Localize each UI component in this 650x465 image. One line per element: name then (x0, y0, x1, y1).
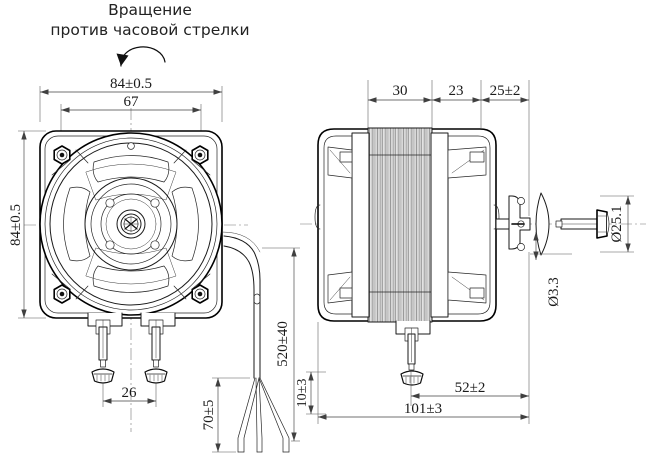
front-hub-ring-inner2 (105, 198, 157, 250)
front-vent-hole-top (127, 142, 135, 150)
wire-leads (237, 377, 290, 453)
dim-stack-length: 30 (367, 80, 433, 128)
dim-label-lead-strip: 70±5 (201, 400, 217, 431)
side-view-group: 30 23 25±2 (300, 80, 646, 424)
front-fan-openings (63, 155, 199, 293)
dim-label-shaft-projection: 25±2 (490, 83, 521, 99)
dim-bracket-length: 23 (432, 80, 482, 128)
side-mounting-stud (395, 320, 431, 386)
front-corner-ribs (51, 149, 211, 300)
dim-label-stack-length: 30 (393, 83, 408, 99)
dim-label-lead-offset: 10±3 (295, 379, 310, 408)
side-shaft-assembly (495, 192, 610, 256)
dim-label-mount-offset: 52±2 (455, 380, 486, 396)
dim-front-width: 84±0.5 (39, 76, 223, 122)
side-endbell-left (351, 132, 370, 318)
cable-leads-group: 70±5 520±40 10±3 (201, 247, 326, 453)
side-housing-inner (323, 135, 491, 315)
dim-cable-length: 520±40 (262, 247, 300, 442)
dim-label-front-width: 84±0.5 (110, 76, 152, 92)
dim-shaft-projection: 25±2 (481, 80, 530, 216)
dim-label-front-height: 84±0.5 (8, 204, 24, 246)
dim-front-height: 84±0.5 (8, 130, 46, 319)
dim-foot-spacing: 26 (102, 383, 157, 407)
dim-label-hole-diameter: Ø3.3 (546, 277, 562, 307)
side-internal-brackets (327, 146, 487, 304)
dim-label-overall-length: 101±3 (404, 401, 442, 417)
front-mounting-studs (87, 312, 176, 384)
front-view-group: 84±0.5 67 84±0.5 (8, 76, 261, 432)
side-disc (535, 192, 550, 256)
dim-hole-diameter: Ø3.3 (530, 232, 572, 307)
side-vent-left (314, 204, 321, 230)
side-endbell-right (430, 132, 449, 318)
dim-label-shaft-diameter: Ø25.1 (609, 205, 625, 242)
dim-label-foot-spacing: 26 (122, 385, 138, 401)
front-hub-bolt-holes (105, 198, 160, 250)
front-hub-ring-inner (100, 193, 162, 255)
dim-label-bracket-length: 23 (449, 83, 464, 99)
counterclockwise-arrow-icon (116, 46, 166, 67)
dim-lead-strip: 70±5 (201, 377, 250, 453)
front-hub-ring-mid (90, 183, 172, 265)
dim-label-cable-length: 520±40 (275, 321, 291, 367)
front-center-screw-icon (120, 213, 142, 235)
side-stator-lamination (368, 128, 432, 322)
dim-front-inner-width: 67 (60, 94, 202, 132)
side-bolt-head (596, 209, 608, 239)
title-line-2: против часовой стрелки (50, 21, 249, 39)
dim-mount-offset: 52±2 (410, 252, 530, 406)
front-endcap-ring2 (44, 137, 218, 311)
dim-lead-offset: 10±3 (295, 371, 326, 415)
front-corner-bolts (53, 145, 209, 304)
dim-shaft-diameter: Ø25.1 (600, 195, 634, 253)
dim-overall-length: 101±3 (317, 322, 530, 424)
front-cable-exit (221, 231, 261, 291)
dim-label-front-inner-width: 67 (124, 94, 140, 110)
title-line-1: Вращение (108, 1, 192, 19)
rotation-title-block: Вращение против часовой стрелки (50, 1, 250, 67)
front-hub-ring-outer (84, 177, 178, 271)
